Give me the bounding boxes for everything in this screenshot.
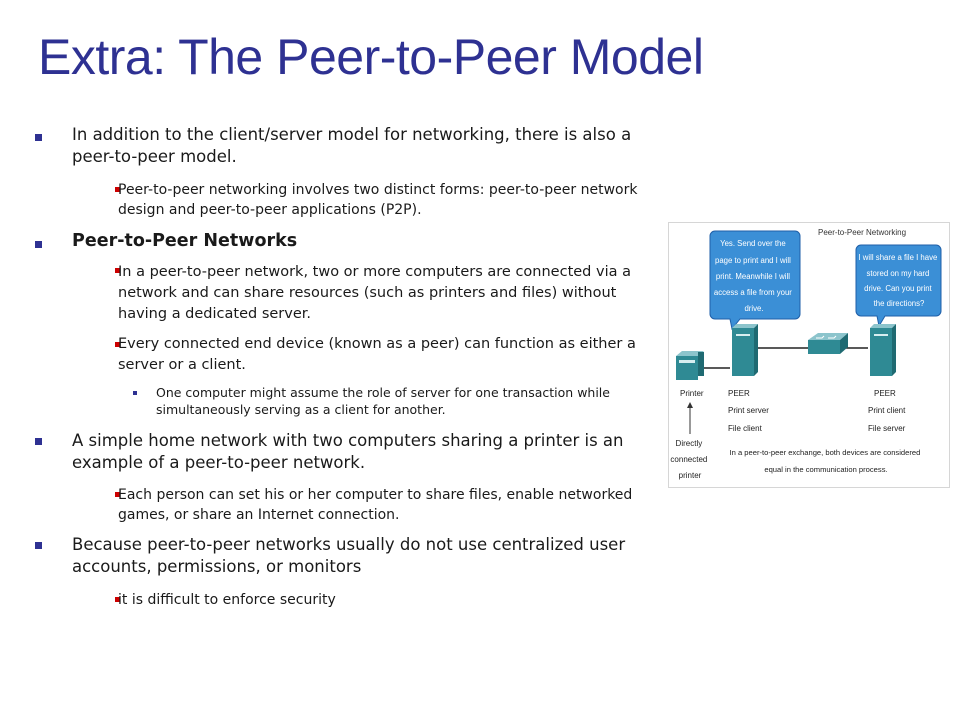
list-item: Because peer-to-peer networks usually do…: [72, 535, 626, 576]
list-item: Peer-to-peer networking involves two dis…: [118, 182, 638, 218]
bubble-line: the directions?: [874, 299, 925, 308]
svg-text:In a peer-to-peer exchange, bo: In a peer-to-peer exchange, both devices…: [730, 448, 923, 474]
bullet-marker: [35, 438, 42, 445]
printer-icon: [676, 351, 704, 380]
bullet-marker: [115, 187, 120, 192]
peer-left-role: File client: [728, 424, 763, 433]
svg-text:Directly connected pri: Directly connected printer: [670, 439, 709, 480]
speech-bubble-left: Yes. Send over the page to print and I w…: [709, 230, 801, 331]
bubble-line: drive.: [744, 304, 763, 313]
svg-text:PEER Print client File: PEER Print client File server: [868, 389, 908, 433]
bullet-marker: [115, 492, 120, 497]
printer-note: connected: [670, 455, 707, 464]
section-heading: Peer-to-Peer Networks: [72, 231, 298, 251]
list-item: A simple home network with two computers…: [72, 431, 624, 472]
bubble-line: Yes. Send over the: [720, 239, 786, 248]
peer-right-name: PEER: [874, 389, 896, 398]
figure-caption: In a peer-to-peer exchange, both devices…: [730, 448, 921, 457]
svg-text:I will share a file I have: I will share a file I have stored on my …: [858, 253, 939, 308]
bubble-line: access a file from your: [714, 288, 792, 297]
svg-text:Yes. Send over the page: Yes. Send over the page to print and I w…: [714, 239, 794, 313]
bubble-line: drive. Can you print: [864, 284, 932, 293]
computer-icon: [732, 324, 758, 376]
peer-left-name: PEER: [728, 389, 750, 398]
bubble-line: page to print and I will: [715, 256, 791, 265]
peer-right-role: File server: [868, 424, 906, 433]
svg-text:PEER Print server File: PEER Print server File client: [728, 389, 771, 433]
list-item: In a peer-to-peer network, two or more c…: [118, 264, 631, 322]
bullet-marker: [115, 597, 120, 602]
bullet-marker: [35, 134, 42, 141]
bullet-marker: [35, 241, 42, 248]
figure-caption: equal in the communication process.: [764, 465, 887, 474]
bubble-line: print. Meanwhile I will: [716, 272, 790, 281]
peer-right-role: Print client: [868, 406, 906, 415]
list-item: it is difficult to enforce security: [118, 592, 336, 608]
list-item: In addition to the client/server model f…: [72, 125, 632, 166]
computer-icon: [870, 324, 896, 376]
bubble-line: stored on my hard: [866, 269, 929, 278]
bullet-marker: [115, 342, 120, 347]
figure-title: Peer-to-Peer Networking: [818, 228, 906, 237]
bullet-marker: [133, 391, 137, 395]
printer-note: printer: [679, 471, 702, 480]
bullet-marker: [115, 268, 120, 273]
list-item: Every connected end device (known as a p…: [118, 336, 636, 373]
peer-left-role: Print server: [728, 406, 769, 415]
bubble-line: I will share a file I have: [858, 253, 937, 262]
switch-icon: [808, 333, 848, 354]
slide-title: Extra: The Peer-to-Peer Model: [38, 29, 704, 85]
bullet-marker: [35, 542, 42, 549]
arrow-head-icon: [687, 402, 693, 408]
printer-label: Printer: [680, 389, 704, 398]
list-item: One computer might assume the role of se…: [156, 385, 610, 417]
speech-bubble-right: I will share a file I have stored on my …: [855, 244, 942, 328]
list-item: Each person can set his or her computer …: [118, 487, 633, 523]
peer-to-peer-diagram: Peer-to-Peer Networking Yes. Send over t…: [668, 222, 950, 488]
printer-note: Directly: [676, 439, 703, 448]
